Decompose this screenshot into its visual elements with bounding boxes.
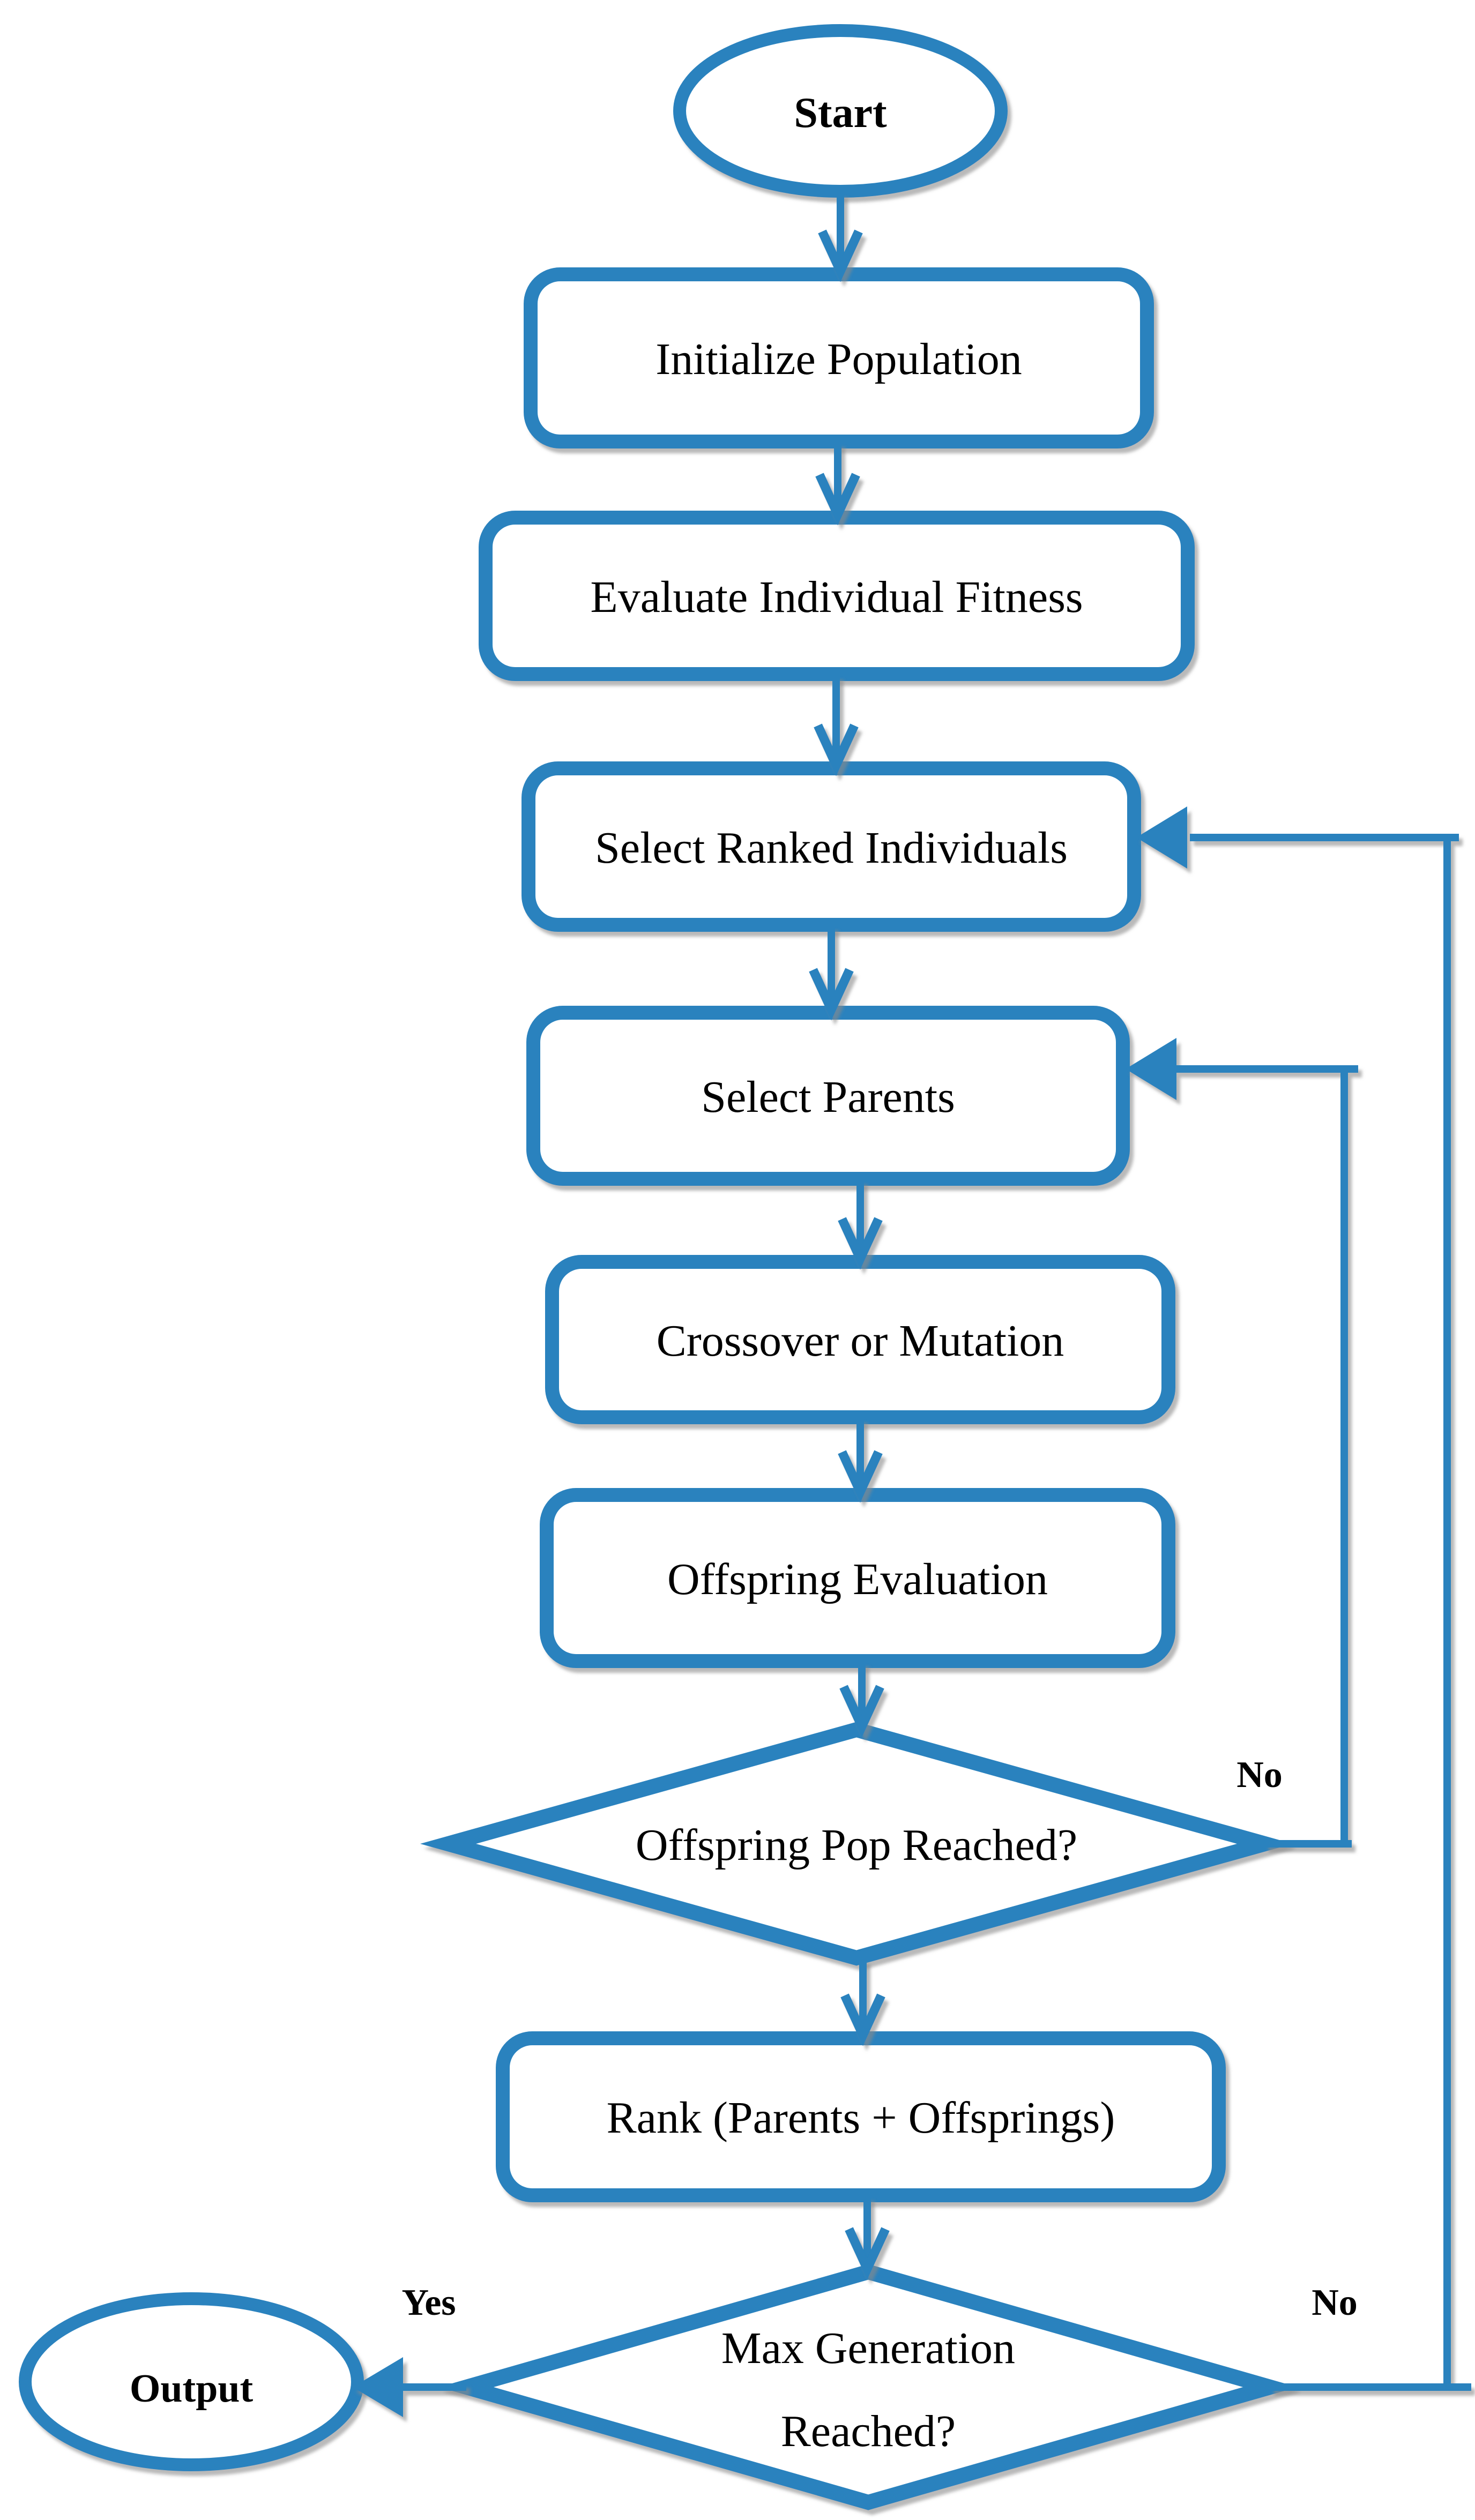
select-parents-label: Select Parents <box>701 1072 955 1122</box>
start-terminator-shape <box>673 24 1008 198</box>
arrow-decision-to-rank <box>840 1959 885 2046</box>
offspring-pop-reached-label: Offspring Pop Reached? <box>636 1820 1077 1870</box>
arrow-offspring-evaluation-to-decision <box>839 1662 884 1738</box>
decision-offspring-pop-reached-shape <box>420 1722 1293 1966</box>
arrow-yes-to-output <box>353 2357 466 2417</box>
arrow-initialize-to-evaluate <box>815 443 860 526</box>
max-generation-no-branch-label: No <box>1312 2282 1358 2323</box>
max-generation-reached-label-line1: Max Generation <box>721 2323 1015 2373</box>
offspring-no-branch-label: No <box>1236 1754 1283 1796</box>
rank-parents-offsprings-label: Rank (Parents + Offsprings) <box>607 2093 1115 2143</box>
evaluate-individual-fitness-label: Evaluate Individual Fitness <box>590 572 1083 622</box>
decision-max-generation-reached-shape <box>439 2264 1298 2510</box>
arrow-rank-to-max-generation <box>845 2196 890 2280</box>
arrow-crossover-to-offspring-evaluation <box>838 1418 883 1503</box>
arrow-evaluate-to-select-ranked <box>814 675 859 776</box>
output-label: Output <box>130 2367 254 2411</box>
loop-offspring-no <box>1126 1038 1358 1848</box>
initialize-population-label: Initialize Population <box>655 334 1022 384</box>
process-select-ranked-individuals-shape <box>522 761 1141 932</box>
connectors <box>353 193 1471 2417</box>
loop-max-generation-no <box>1136 806 1471 2391</box>
max-generation-yes-branch-label: Yes <box>401 2282 456 2323</box>
output-terminator-shape <box>19 2292 364 2471</box>
arrow-start-to-initialize <box>818 193 863 282</box>
start-label: Start <box>794 89 887 137</box>
max-generation-reached-label-line2: Reached? <box>781 2406 956 2456</box>
select-ranked-individuals-label: Select Ranked Individuals <box>595 823 1068 873</box>
arrow-select-ranked-to-select-parents <box>809 926 854 1021</box>
offspring-evaluation-label: Offspring Evaluation <box>667 1554 1048 1604</box>
arrow-select-parents-to-crossover <box>838 1180 883 1270</box>
crossover-or-mutation-label: Crossover or Mutation <box>657 1316 1064 1366</box>
